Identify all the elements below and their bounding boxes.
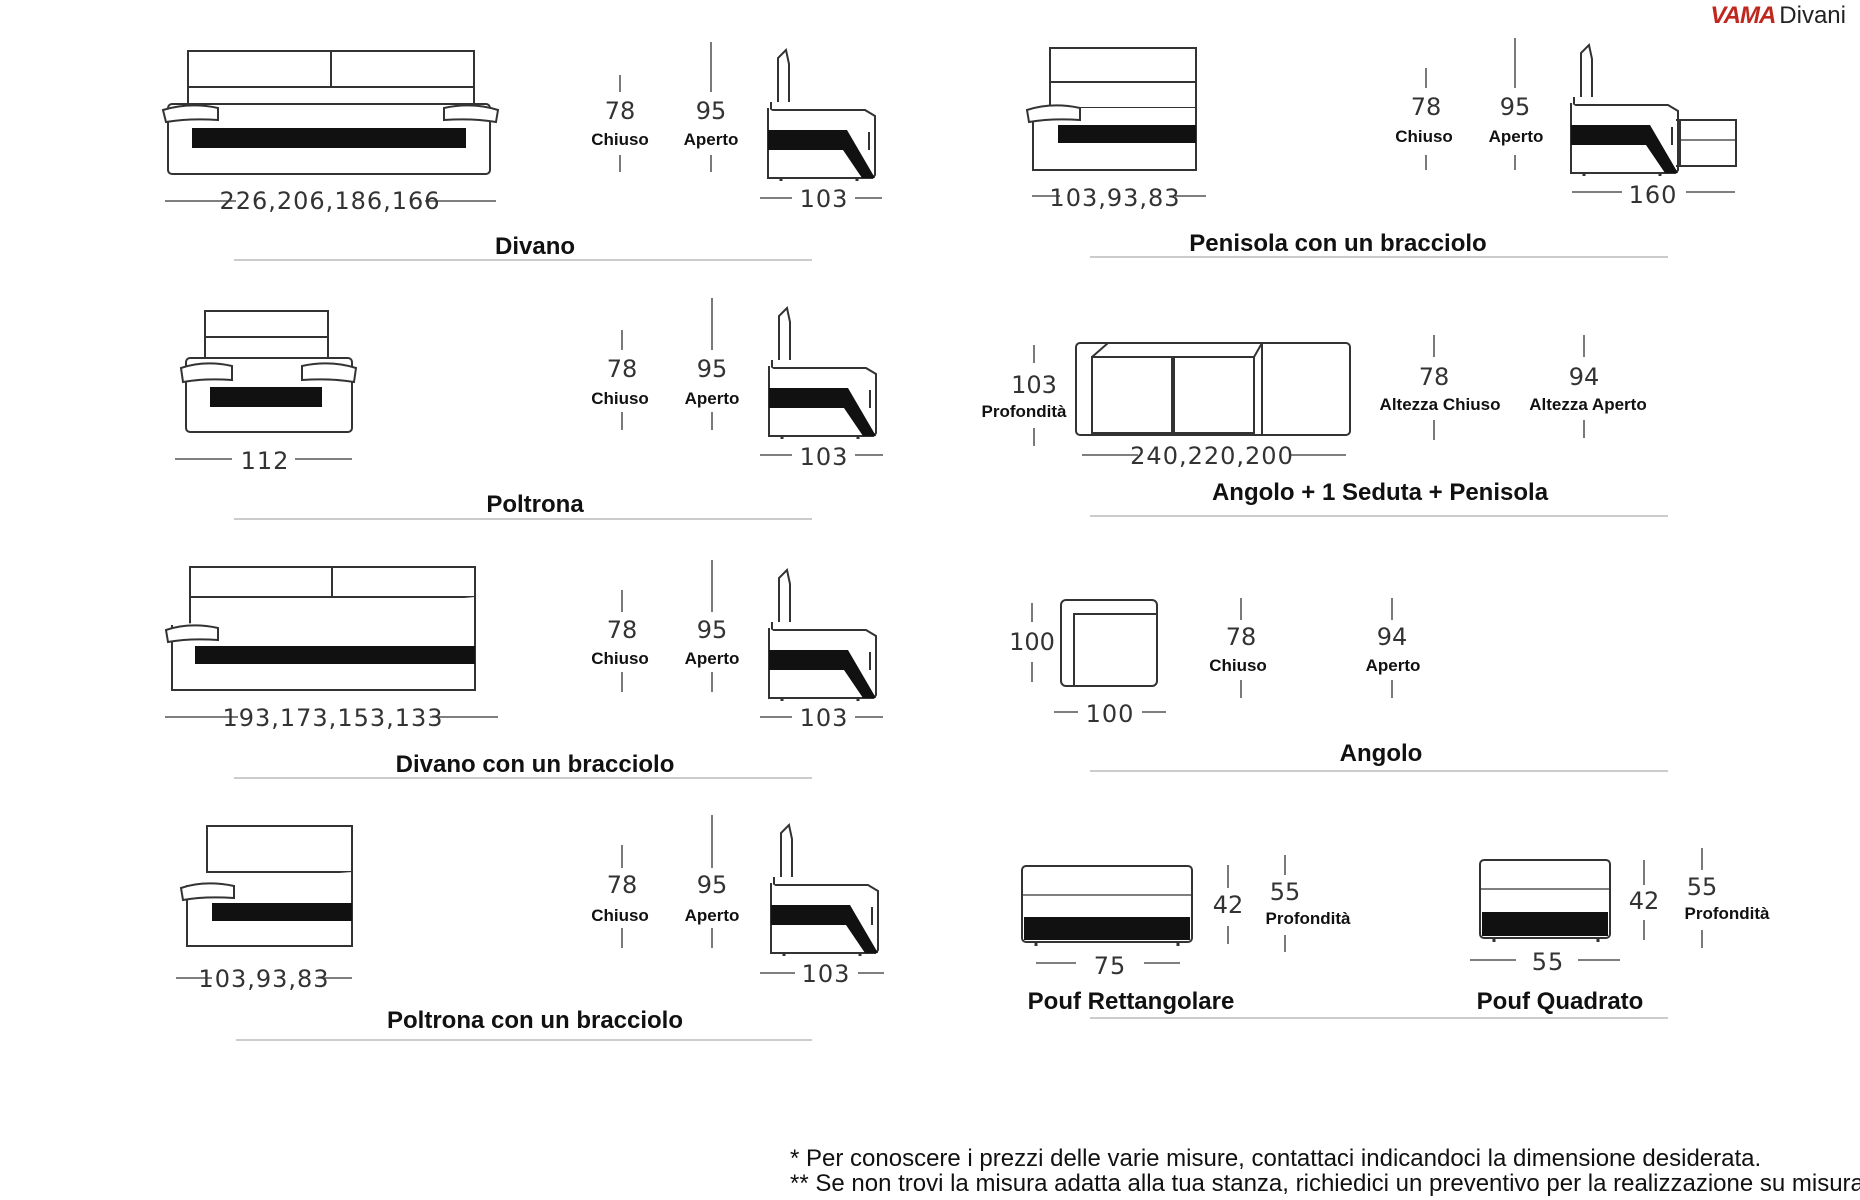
penisola-closed-value: 78 (1410, 93, 1442, 121)
angolo-seduta-closed-value: 78 (1418, 363, 1450, 391)
penisola-dimension-lines (1032, 38, 1735, 197)
penisola-open-value: 95 (1499, 93, 1531, 121)
pouf-quadrato-width: 55 (1531, 948, 1565, 976)
poltrona-bracciolo-depth: 103 (801, 960, 851, 988)
divano-closed-label: Chiuso (591, 130, 649, 149)
pouf-rettangolare-title: Pouf Rettangolare (1027, 988, 1235, 1015)
poltrona-open-label: Aperto (684, 389, 740, 408)
divano-bracciolo-closed-label: Chiuso (591, 649, 649, 668)
poltrona-bracciolo-width: 103,93,83 (198, 965, 330, 993)
angolo-seduta-width: 240,220,200 (1130, 442, 1294, 470)
penisola-width: 103,93,83 (1049, 184, 1181, 212)
penisola-front-view (1025, 47, 1197, 171)
angolo-top-view (1060, 599, 1158, 687)
penisola-side-view (1569, 43, 1737, 178)
pouf-rettangolare-front-view (1021, 865, 1193, 946)
divano-bracciolo-front-view (164, 566, 476, 691)
pouf-rettangolare-depth-value: 55 (1269, 878, 1301, 906)
angolo-seduta-dimension-lines (1033, 335, 1585, 456)
divano-bracciolo-side-view (767, 568, 878, 703)
footnote-custom: ** Se non trovi la misura adatta alla tu… (790, 1170, 1860, 1197)
angolo-seduta-closed-label: Altezza Chiuso (1379, 395, 1501, 414)
pouf-quadrato-front-view (1479, 859, 1611, 942)
angolo-closed-value: 78 (1225, 623, 1257, 651)
angolo-dimension-lines (1031, 598, 1393, 713)
penisola-title: Penisola con un bracciolo (1189, 230, 1487, 257)
divano-width: 226,206,186,166 (219, 187, 441, 215)
angolo-seduta-depth-value: 103 (1011, 371, 1057, 399)
poltrona-bracciolo-closed-label: Chiuso (591, 906, 649, 925)
poltrona-bracciolo-open-label: Aperto (684, 906, 740, 925)
angolo-height: 100 (1009, 628, 1055, 656)
angolo-open-label: Aperto (1365, 656, 1421, 675)
poltrona-open-value: 95 (696, 355, 728, 383)
brand-name: Divani (1779, 2, 1846, 29)
poltrona-width: 112 (240, 447, 290, 475)
angolo-seduta-depth-label: Profondità (981, 402, 1067, 421)
divano-title: Divano (494, 233, 576, 260)
pouf-rettangolare-width: 75 (1093, 952, 1127, 980)
poltrona-bracciolo-open-value: 95 (696, 871, 728, 899)
angolo-closed-label: Chiuso (1209, 656, 1267, 675)
poltrona-closed-label: Chiuso (591, 389, 649, 408)
divano-bracciolo-open-value: 95 (696, 616, 728, 644)
divano-dimension-lines (165, 42, 882, 202)
footnote-prices: * Per conoscere i prezzi delle varie mis… (790, 1145, 1762, 1172)
angolo-seduta-open-value: 94 (1568, 363, 1600, 391)
poltrona-bracciolo-side-view (769, 823, 880, 958)
pouf-rettangolare-height: 42 (1212, 891, 1244, 919)
poltrona-bracciolo-closed-value: 78 (606, 871, 638, 899)
divano-bracciolo-dimension-lines (165, 560, 883, 718)
angolo-title: Angolo (1339, 740, 1423, 767)
poltrona-front-view (179, 310, 358, 433)
divano-open-label: Aperto (683, 130, 739, 149)
angolo-seduta-top-view (1075, 342, 1351, 436)
poltrona-bracciolo-dimension-lines (176, 815, 884, 979)
divano-bracciolo-depth: 103 (799, 704, 849, 732)
divano-open-value: 95 (695, 97, 727, 125)
divano-depth: 103 (799, 185, 849, 213)
pouf-quadrato-depth-label: Profondità (1684, 904, 1770, 923)
divano-bracciolo-width: 193,173,153,133 (222, 704, 444, 732)
divano-side-view (766, 48, 877, 183)
divano-closed-value: 78 (604, 97, 636, 125)
penisola-open-label: Aperto (1488, 127, 1544, 146)
pouf-quadrato-height: 42 (1628, 887, 1660, 915)
angolo-seduta-open-label: Altezza Aperto (1529, 395, 1647, 414)
divano-front-view (161, 50, 500, 175)
pouf-quadrato-depth-value: 55 (1686, 873, 1718, 901)
penisola-depth: 160 (1628, 181, 1678, 209)
angolo-open-value: 94 (1376, 623, 1408, 651)
poltrona-depth: 103 (799, 443, 849, 471)
angolo-seduta-title: Angolo + 1 Seduta + Penisola (1211, 479, 1549, 506)
pouf-quadrato-title: Pouf Quadrato (1476, 988, 1644, 1015)
pouf-rettangolare-dimension-lines (1036, 855, 1286, 964)
poltrona-closed-value: 78 (606, 355, 638, 383)
divano-bracciolo-title: Divano con un bracciolo (395, 751, 675, 778)
divano-bracciolo-open-label: Aperto (684, 649, 740, 668)
penisola-closed-label: Chiuso (1395, 127, 1453, 146)
pouf-quadrato-dimension-lines (1470, 848, 1703, 961)
pouf-rettangolare-depth-label: Profondità (1265, 909, 1351, 928)
brand-mark: VAMA (1710, 2, 1776, 29)
poltrona-bracciolo-front-view (179, 825, 353, 947)
poltrona-bracciolo-title: Poltrona con un bracciolo (386, 1007, 684, 1034)
poltrona-dimension-lines (175, 298, 883, 460)
divano-bracciolo-closed-value: 78 (606, 616, 638, 644)
angolo-width: 100 (1085, 700, 1135, 728)
poltrona-side-view (767, 306, 878, 441)
poltrona-title: Poltrona (486, 491, 584, 518)
